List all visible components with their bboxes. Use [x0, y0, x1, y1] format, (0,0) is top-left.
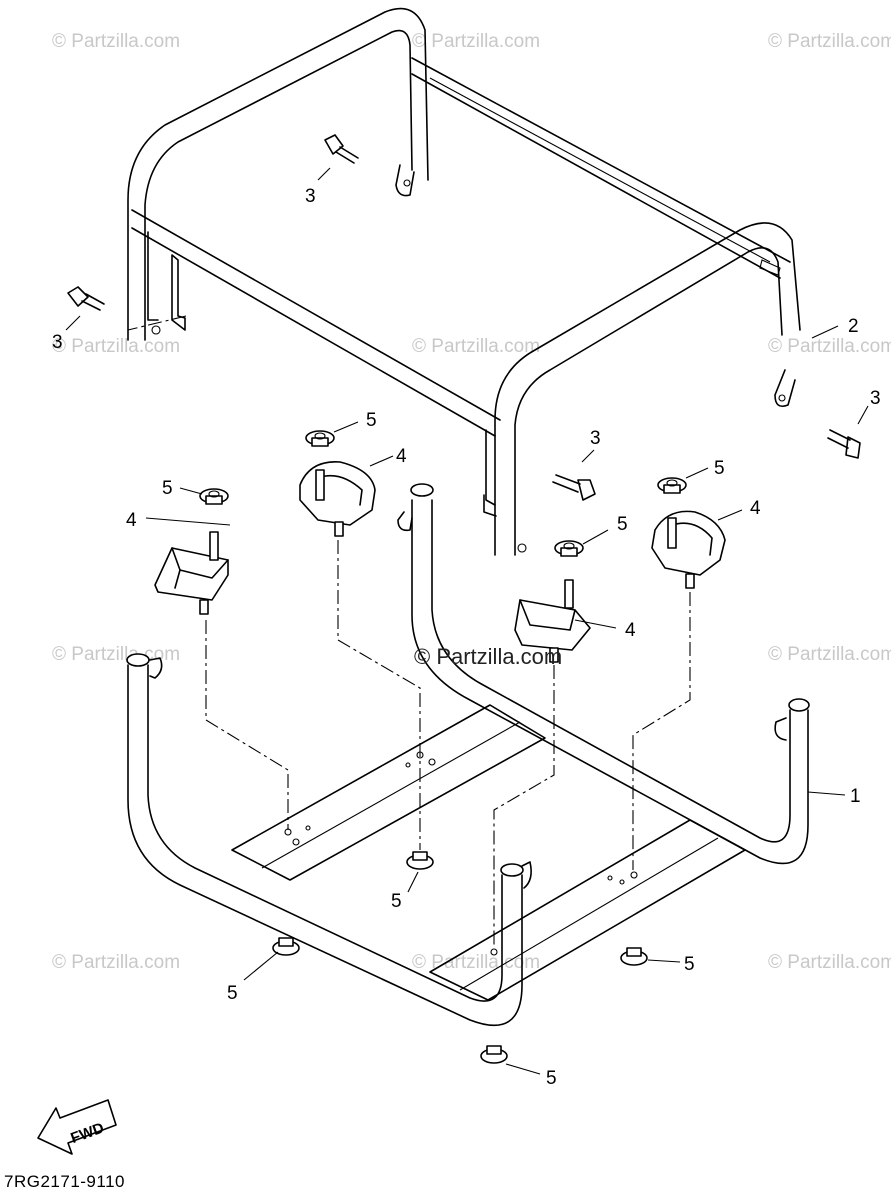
callout-frame-upper: 2	[848, 316, 859, 337]
assembly-lines	[127, 315, 691, 945]
vibration-mount-d	[651, 510, 726, 589]
bolt-b	[67, 286, 105, 311]
callout-mount: 4	[625, 620, 636, 641]
bolt-c	[552, 474, 596, 501]
nut-c	[554, 540, 584, 557]
callout-nut: 5	[546, 1068, 557, 1089]
callout-bolt: 3	[52, 332, 63, 353]
callout-nut: 5	[391, 891, 402, 912]
callout-mount: 4	[750, 498, 761, 519]
diagram-reference-code: 7RG2171-9110	[4, 1172, 125, 1191]
watermark-text: © Partzilla.com	[52, 336, 180, 357]
watermark-text: © Partzilla.com	[52, 952, 180, 973]
callout-frame-lower: 1	[850, 786, 861, 807]
bolt-a	[324, 134, 359, 164]
nut-f	[272, 937, 300, 956]
callout-nut: 5	[714, 458, 725, 479]
bolts	[67, 134, 861, 501]
watermark-text: © Partzilla.com	[768, 644, 891, 665]
watermark-text: © Partzilla.com	[768, 31, 891, 52]
lower-frame	[126, 483, 810, 1027]
watermark-text: © Partzilla.com	[768, 952, 891, 973]
watermark-text: © Partzilla.com	[412, 336, 540, 357]
callout-nut: 5	[684, 954, 695, 975]
watermark-text: © Partzilla.com	[768, 336, 891, 357]
callout-nut: 5	[227, 983, 238, 1004]
callout-nut: 5	[366, 410, 377, 431]
vibration-mount-c	[514, 579, 591, 663]
center-watermark: © Partzilla.com	[414, 644, 562, 669]
watermark-text: © Partzilla.com	[412, 952, 540, 973]
upper-frame	[127, 7, 801, 556]
vibration-mount-a	[154, 531, 229, 615]
fwd-arrow-icon: FWD	[37, 1099, 117, 1155]
callout-nut: 5	[162, 478, 173, 499]
vibration-mount-b	[299, 461, 376, 537]
bolt-d	[827, 429, 861, 459]
nut-e	[406, 851, 434, 870]
callout-bolt: 3	[870, 388, 881, 409]
callouts: 1 2 3 3 3 3 4 4 4 4 5 5 5 5 5 5 5 5	[52, 186, 881, 1089]
flange-nuts	[199, 430, 687, 1064]
watermark-text: © Partzilla.com	[52, 31, 180, 52]
callout-mount: 4	[126, 510, 137, 531]
leader-lines	[65, 167, 869, 1075]
nut-d	[657, 477, 687, 494]
callout-bolt: 3	[590, 428, 601, 449]
callout-bolt: 3	[305, 186, 316, 207]
callout-nut: 5	[617, 514, 628, 535]
watermark-text: © Partzilla.com	[412, 31, 540, 52]
nut-h	[480, 1045, 508, 1064]
nut-b	[305, 430, 335, 447]
nut-g	[620, 947, 648, 966]
nut-a	[199, 488, 229, 505]
callout-mount: 4	[396, 446, 407, 467]
watermarks: © Partzilla.com © Partzilla.com © Partzi…	[52, 31, 891, 973]
